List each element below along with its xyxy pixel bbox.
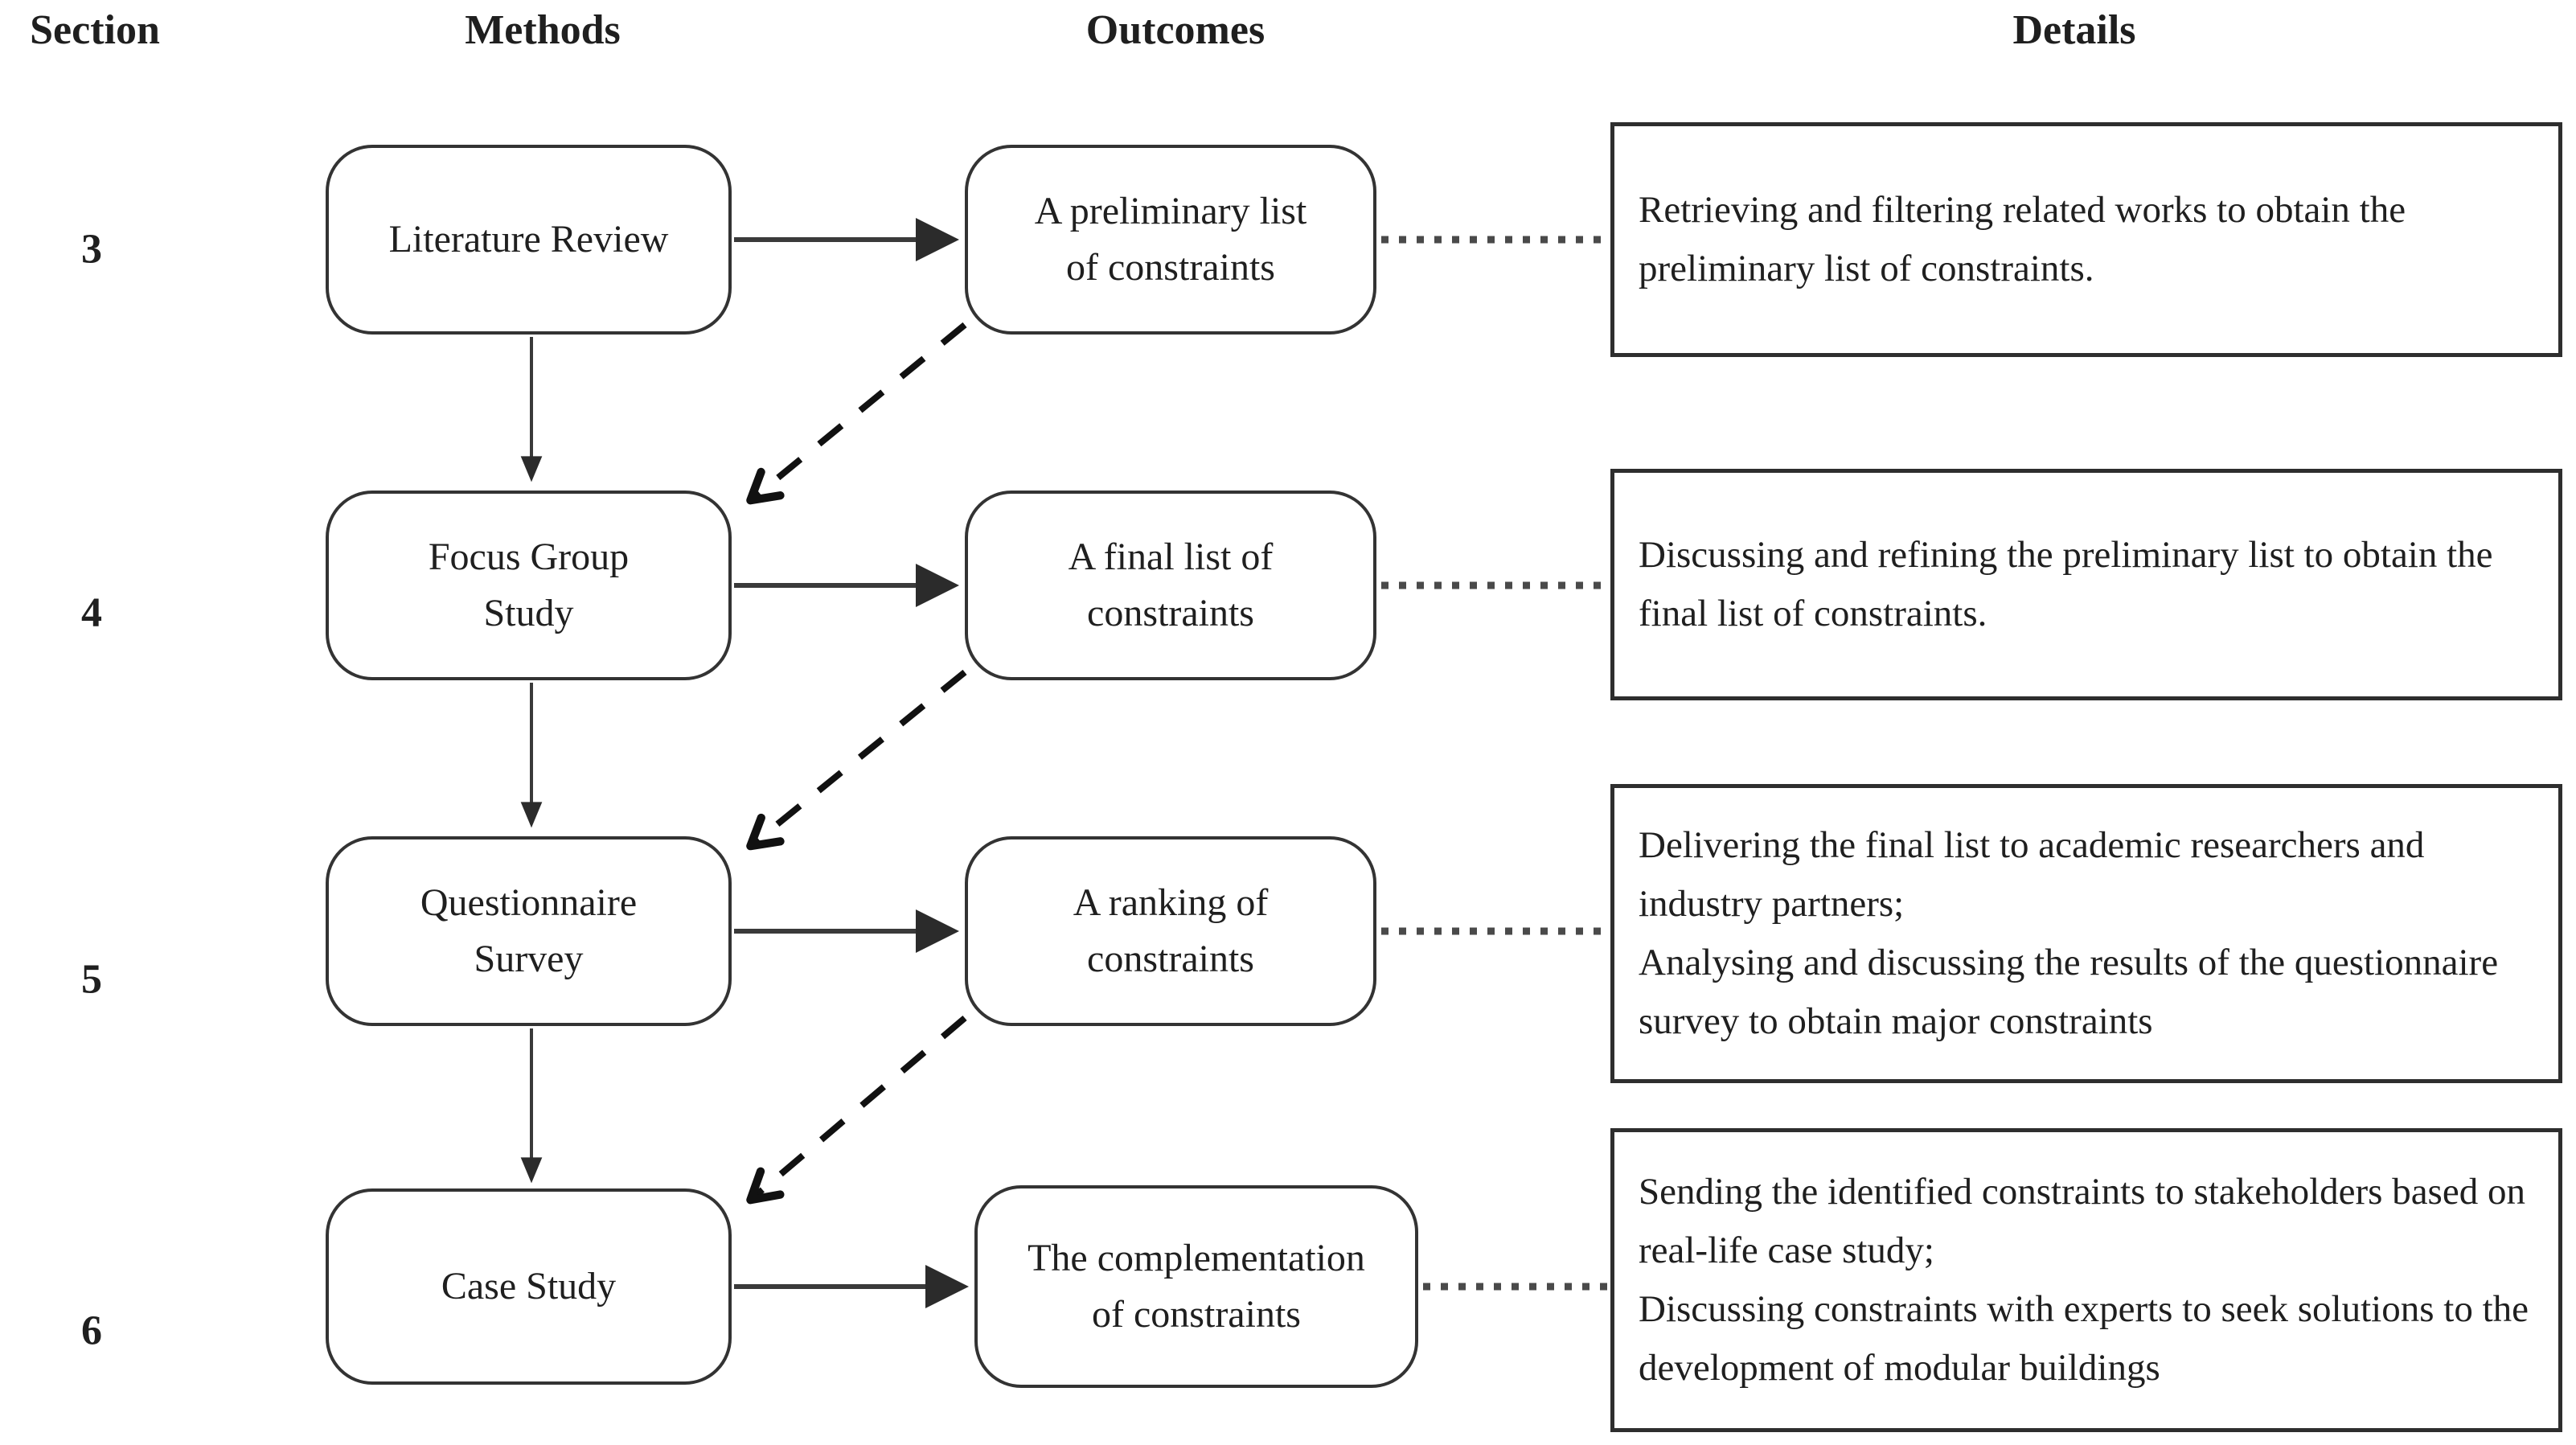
detail-box-literature-review: Retrieving and filtering related works t… xyxy=(1610,122,2562,357)
detail-box-questionnaire: Delivering the final list to academic re… xyxy=(1610,784,2562,1083)
outcome-node-label: A preliminary list of constraints xyxy=(1034,190,1307,289)
method-node-label: Questionnaire Survey xyxy=(420,881,638,980)
method-node-case-study: Case Study xyxy=(326,1188,732,1385)
detail-box-focus-group: Discussing and refining the preliminary … xyxy=(1610,469,2562,700)
method-node-label: Literature Review xyxy=(388,218,669,261)
method-node-questionnaire-survey: Questionnaire Survey xyxy=(326,836,732,1026)
outcome-node-final-list: A final list of constraints xyxy=(965,491,1376,680)
detail-text: Sending the identified constraints to st… xyxy=(1639,1171,2529,1389)
dashed-arrow-outcome3-to-method4 xyxy=(746,322,967,505)
outcome-node-complementation: The complementation of constraints xyxy=(974,1185,1418,1388)
detail-text: Retrieving and filtering related works t… xyxy=(1639,189,2406,289)
section-number-6: 6 xyxy=(81,1307,102,1354)
section-number-4: 4 xyxy=(81,589,102,636)
outcome-node-label: A ranking of constraints xyxy=(1073,881,1269,980)
detail-text: Delivering the final list to academic re… xyxy=(1639,824,2499,1042)
method-node-focus-group-study: Focus Group Study xyxy=(326,491,732,680)
outcome-node-label: The complementation of constraints xyxy=(1028,1237,1365,1336)
detail-text: Discussing and refining the preliminary … xyxy=(1639,534,2493,634)
column-header-details: Details xyxy=(2012,7,2136,53)
dashed-arrow-outcome4-to-method5 xyxy=(746,669,967,851)
method-node-label: Focus Group Study xyxy=(428,536,630,634)
detail-box-case-study: Sending the identified constraints to st… xyxy=(1610,1128,2562,1432)
method-node-literature-review: Literature Review xyxy=(326,145,732,335)
outcome-node-ranking: A ranking of constraints xyxy=(965,836,1376,1026)
column-header-section: Section xyxy=(30,7,160,53)
section-number-3: 3 xyxy=(81,226,102,273)
section-number-5: 5 xyxy=(81,956,102,1003)
column-header-methods: Methods xyxy=(465,7,621,53)
dashed-arrow-outcome5-to-method6 xyxy=(746,1015,967,1205)
method-node-label: Case Study xyxy=(441,1265,617,1308)
outcome-node-label: A final list of constraints xyxy=(1068,536,1274,634)
column-header-outcomes: Outcomes xyxy=(1085,7,1265,53)
outcome-node-preliminary-list: A preliminary list of constraints xyxy=(965,145,1376,335)
